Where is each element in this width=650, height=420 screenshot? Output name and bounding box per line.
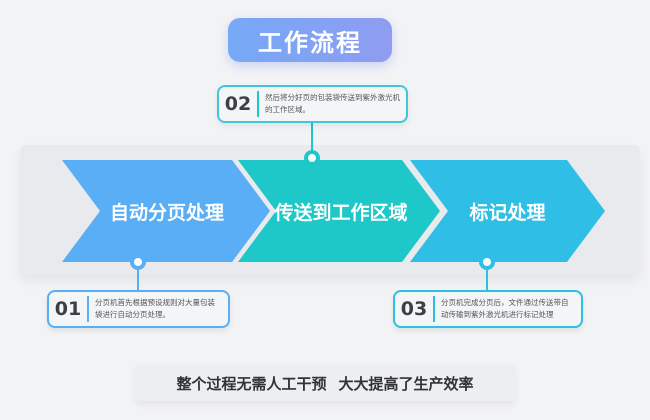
footer-text-1: 整个过程无需人工干预 xyxy=(176,374,327,393)
arrow-step-3 xyxy=(410,160,605,262)
arrow-label-1: 自动分页处理 xyxy=(109,202,224,224)
divider xyxy=(257,91,259,117)
step-description: 分页机首先根据预设规则对大量包装袋进行自动分页处理。 xyxy=(95,298,215,319)
divider xyxy=(87,296,89,322)
arrow-label-3: 标记处理 xyxy=(469,202,546,224)
step-box-3: 03 分页机完成分页后，文件通过传送带自动传输到紫外激光机进行标记处理 xyxy=(393,290,583,328)
arrow-label-2: 传送到工作区域 xyxy=(274,202,408,224)
step-box-2: 02 然后将分好页的包装袋传送到紫外激光机的工作区域。 xyxy=(217,85,408,123)
step-description: 然后将分好页的包装袋传送到紫外激光机的工作区域。 xyxy=(265,93,400,114)
footer-text-2: 大大提高了生产效率 xyxy=(338,374,474,393)
arrow-step-2 xyxy=(238,160,440,262)
connector-dot-3 xyxy=(479,254,495,270)
connector-dot-2 xyxy=(304,150,320,166)
connector-line-1 xyxy=(137,270,139,290)
connector-dot-1 xyxy=(130,254,146,270)
page-title: 工作流程 xyxy=(228,18,392,62)
connector-line-2 xyxy=(311,123,313,153)
step-number: 01 xyxy=(54,298,82,320)
step-number: 03 xyxy=(400,298,428,320)
step-box-1: 01 分页机首先根据预设规则对大量包装袋进行自动分页处理。 xyxy=(47,290,230,328)
footer-banner: 整个过程无需人工干预 大大提高了生产效率 xyxy=(135,365,515,401)
step-number: 02 xyxy=(224,93,252,115)
connector-line-3 xyxy=(486,270,488,290)
arrow-step-1 xyxy=(62,160,270,262)
step-description: 分页机完成分页后，文件通过传送带自动传输到紫外激光机进行标记处理 xyxy=(441,298,569,319)
divider xyxy=(433,296,435,322)
